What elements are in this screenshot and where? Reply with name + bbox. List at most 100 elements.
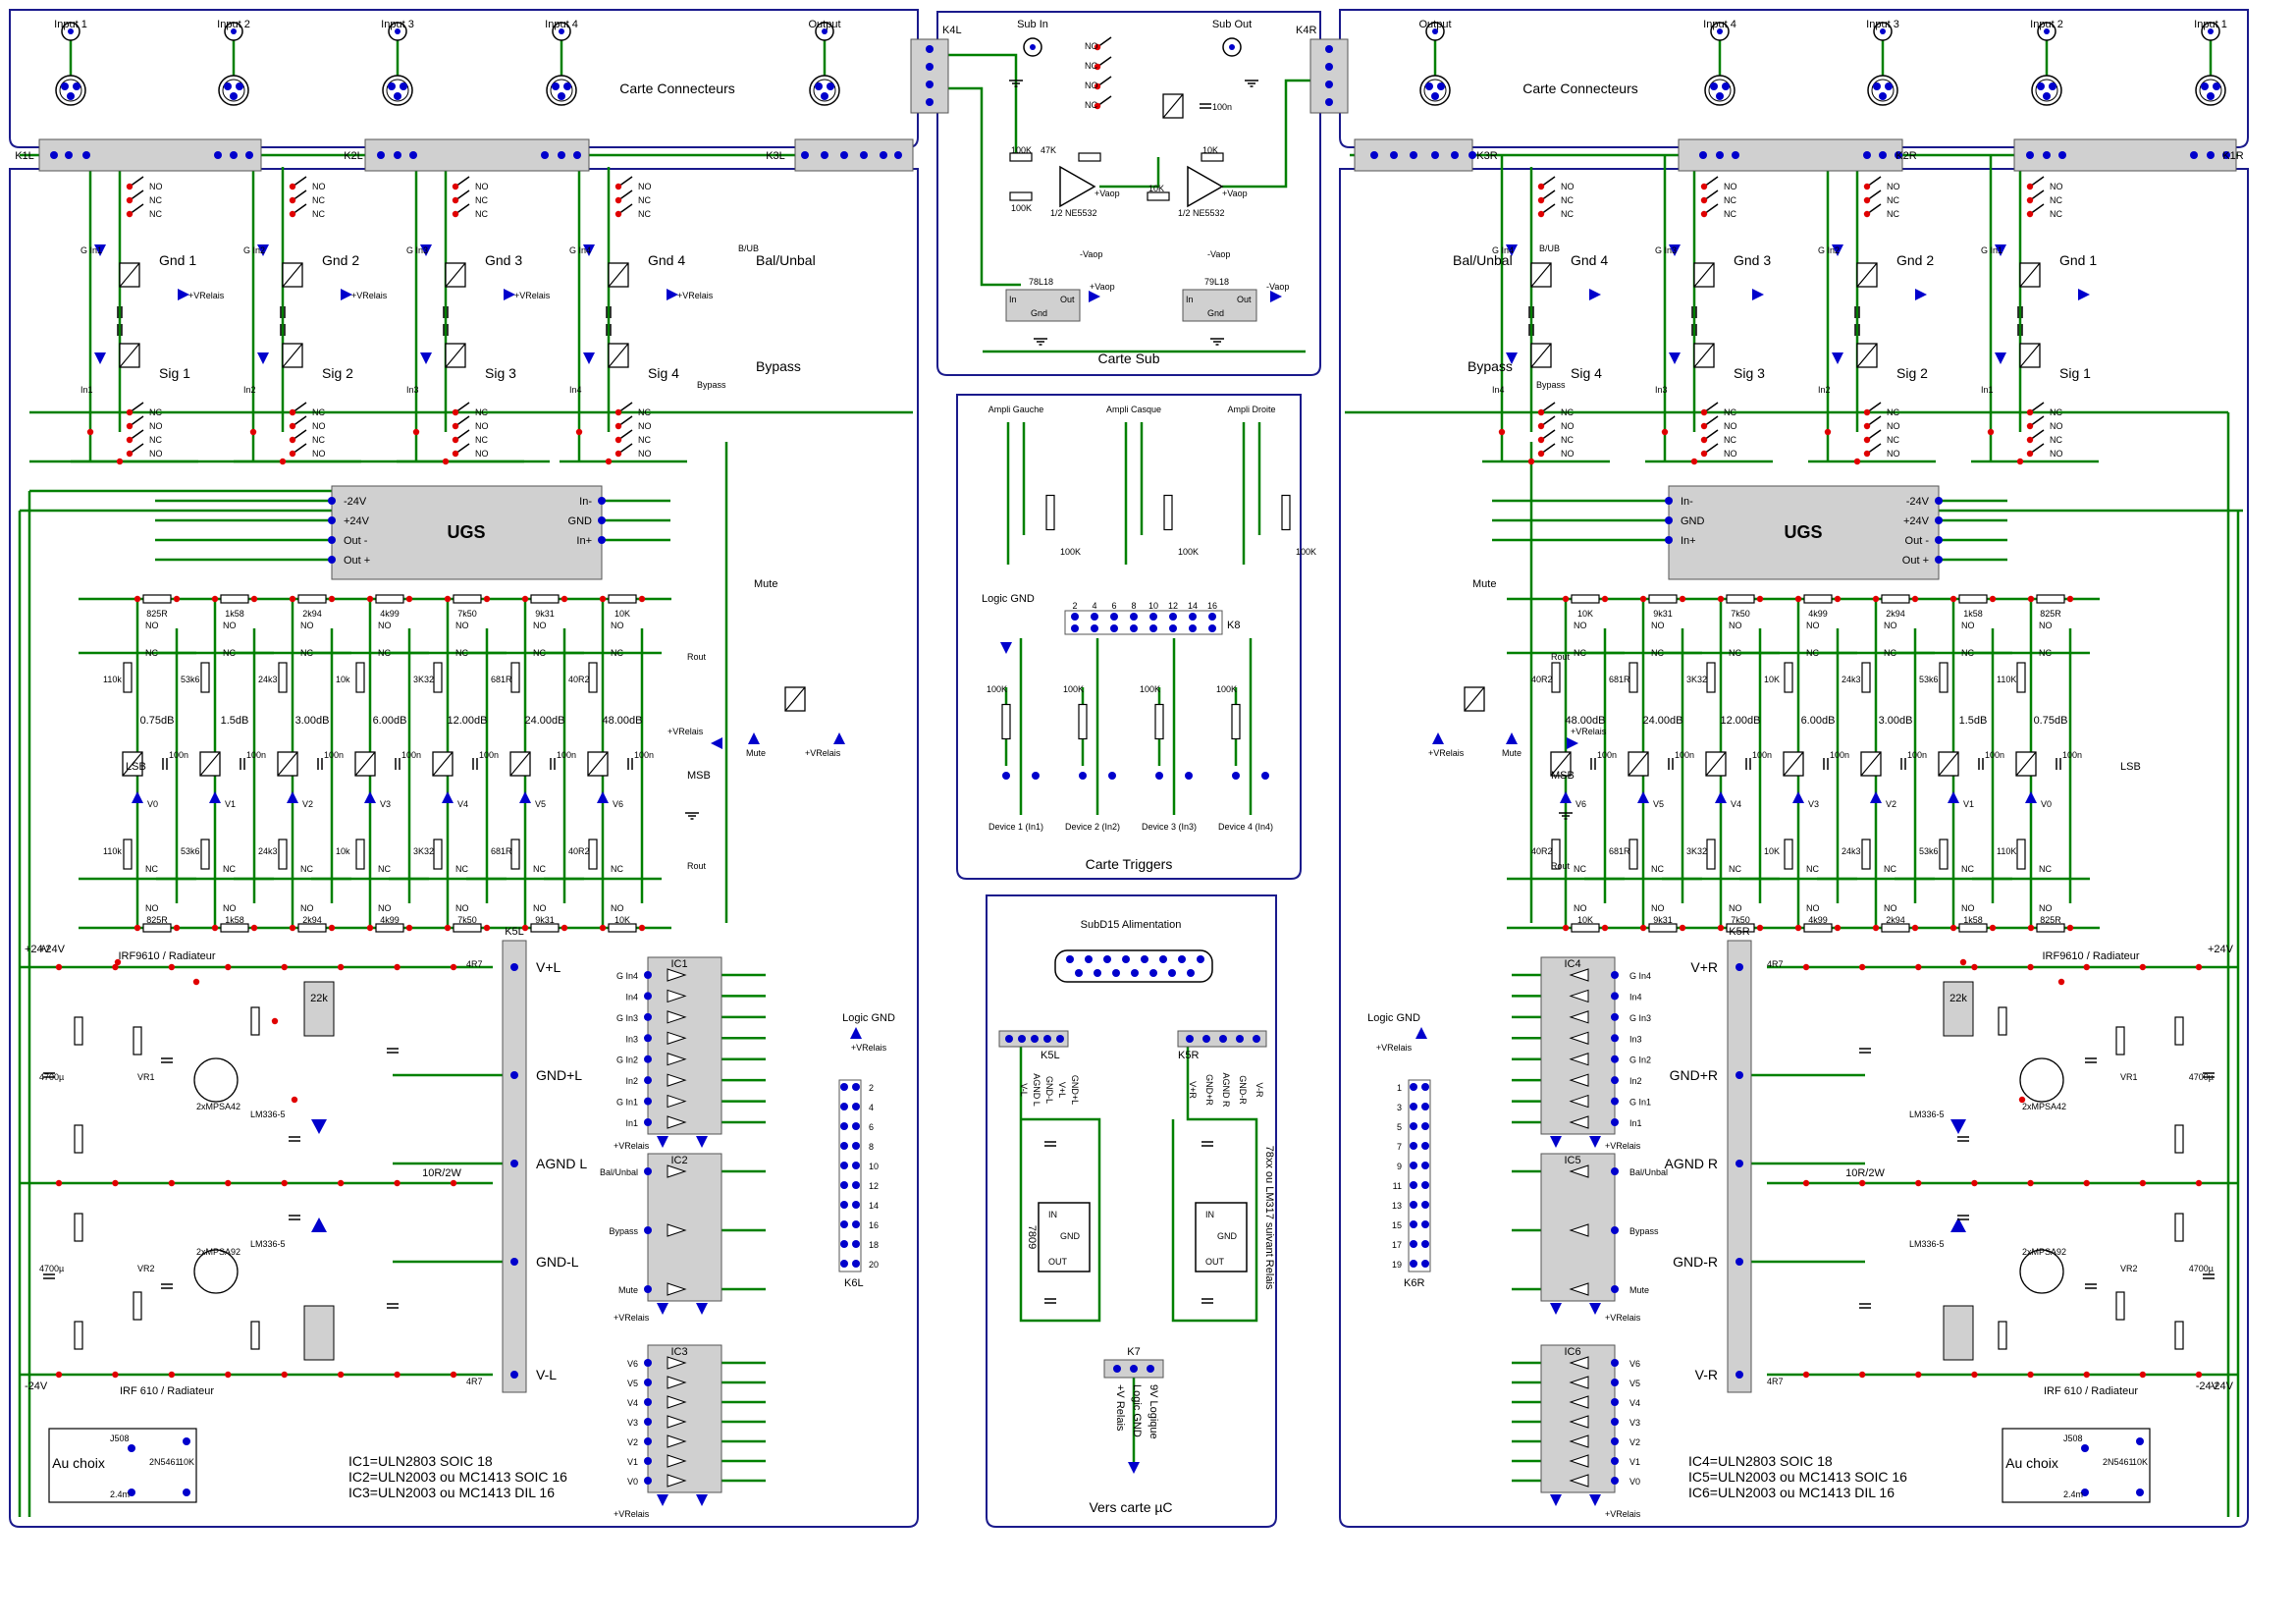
label: NC (223, 648, 236, 658)
xlr-connector (550, 79, 573, 102)
pin (1611, 1076, 1619, 1085)
pin (1186, 1035, 1194, 1043)
label: 2k94 (1886, 915, 1905, 925)
signal-flag (1589, 1136, 1601, 1148)
label: 2N5461 (149, 1457, 181, 1467)
pin (1611, 1285, 1619, 1293)
pin (840, 1181, 848, 1189)
pin (880, 151, 887, 159)
label: NO (1724, 449, 1737, 459)
label: 100n (479, 750, 499, 760)
label: 10R/2W (1845, 1167, 1885, 1179)
wire (948, 53, 1018, 157)
signal-flag (583, 244, 595, 256)
pin (224, 82, 232, 90)
resistor (297, 923, 327, 933)
relay-coil (1162, 93, 1184, 119)
label: NO (1961, 621, 1975, 630)
resistor (1861, 662, 1871, 693)
signal-flag (583, 352, 595, 364)
junction-node (289, 210, 296, 218)
label: V0 (627, 1477, 638, 1487)
rca-jack (1030, 44, 1036, 50)
resistor (123, 662, 133, 693)
label: In4 (1492, 385, 1505, 395)
junction-node (1915, 963, 1922, 971)
transistor (193, 1249, 239, 1294)
label: In1 (1981, 385, 1994, 395)
junction-node (1794, 924, 1802, 932)
triggers-board-outline (956, 394, 1302, 880)
driver-ic (1540, 956, 1616, 1135)
pin (1149, 624, 1157, 632)
signal-flag (2078, 289, 2090, 300)
label: 100K (1011, 145, 1032, 155)
label: 78xx ou LM317 suivant Relais (1263, 1146, 1275, 1290)
pin (1735, 963, 1743, 971)
pin (1325, 98, 1333, 106)
label: Gnd 4 (1571, 252, 1608, 268)
label: Sig 2 (1896, 365, 1928, 381)
label: Gnd 3 (485, 252, 522, 268)
pin (1665, 516, 1673, 524)
junction-node (1863, 408, 1871, 416)
label: +24V (25, 944, 51, 955)
junction-node (1794, 595, 1802, 603)
pin (852, 1083, 860, 1091)
junction-node (289, 924, 296, 932)
label: V-R (1255, 1082, 1264, 1098)
pin (1431, 92, 1439, 100)
label: 10k (336, 675, 350, 684)
pin (821, 151, 828, 159)
label: NC (1561, 209, 1574, 219)
label: 7k50 (457, 609, 477, 619)
label: V6 (1629, 1359, 1640, 1369)
label: NC (312, 407, 325, 417)
junction-node (1863, 196, 1871, 204)
label: NO (300, 621, 314, 630)
label: 4700µ (2189, 1264, 2214, 1273)
label: Device 1 (In1) (988, 822, 1043, 832)
resistor (453, 923, 482, 933)
label: Ampli Droite (1227, 405, 1275, 414)
resistor (142, 923, 172, 933)
label: IC5 (1564, 1155, 1580, 1166)
rca-jack (1717, 28, 1723, 34)
pin (2201, 82, 2209, 90)
junction-node (1858, 963, 1866, 971)
label: In (1009, 295, 1017, 304)
label: In1 (1629, 1118, 1642, 1128)
label: Bal/Unbal (756, 252, 816, 268)
pin (1187, 969, 1195, 977)
pin (821, 92, 828, 100)
label: NC (2050, 407, 2062, 417)
pin (1219, 1035, 1227, 1043)
buffer-gate (667, 1454, 687, 1468)
junction-node (1601, 924, 1609, 932)
signal-flag (1832, 352, 1843, 364)
label: NC (1085, 100, 1097, 110)
xlr-connector (222, 79, 245, 102)
resistor (1648, 923, 1678, 933)
subd15-connector (1054, 949, 1213, 983)
label: 1k58 (1963, 609, 1983, 619)
label: 40R2 (1531, 675, 1553, 684)
label: NC (475, 435, 488, 445)
junction-node (337, 1371, 345, 1379)
buffer-gate (667, 1474, 687, 1488)
junction-node (126, 436, 133, 444)
label: NO (475, 182, 489, 191)
junction-node (2057, 978, 2065, 986)
label: 100K (987, 684, 1007, 694)
label: NO (149, 449, 163, 459)
signal-flag (696, 1494, 708, 1506)
junction-node (281, 1371, 288, 1379)
label: LM336-5 (1909, 1239, 1945, 1249)
wire (1222, 79, 1310, 189)
resistor (1078, 152, 1101, 162)
resistor (1958, 923, 1988, 933)
rca-jack (822, 28, 828, 34)
signal-flag (1000, 642, 1012, 654)
resistor (250, 1321, 260, 1350)
pin (1325, 45, 1333, 53)
